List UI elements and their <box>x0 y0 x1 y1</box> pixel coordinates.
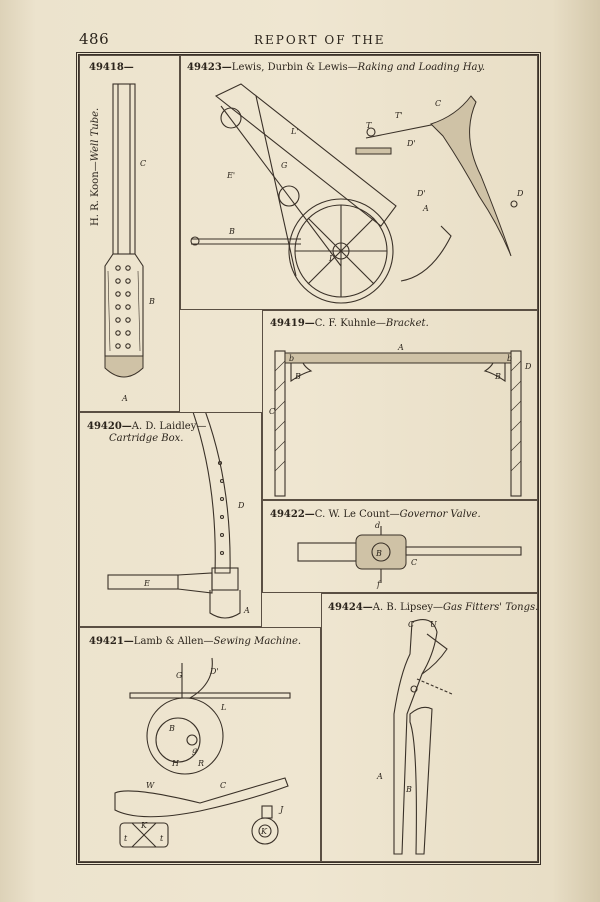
cartridge-box-figure: D E A <box>107 413 250 619</box>
label-C: C <box>411 558 417 567</box>
label-C: C <box>220 781 226 790</box>
label-T-prime: T' <box>395 111 403 120</box>
label-J: J <box>278 805 284 814</box>
label-A: A <box>121 394 128 403</box>
running-head: REPORT OF THE <box>254 33 386 47</box>
label-G: G <box>176 671 183 680</box>
label-B: B <box>228 227 235 236</box>
label-C: C <box>408 620 414 629</box>
label-T: T <box>366 121 372 130</box>
label-b-right: b <box>507 354 512 363</box>
plate-frame: 49418— H. R. Koon—Well Tube. <box>76 52 541 865</box>
label-B: B <box>148 297 155 306</box>
hay-rake-caption: 49423—Lewis, Durbin & Lewis—Raking and L… <box>187 62 486 73</box>
label-W: W <box>146 781 155 790</box>
label-L-prime: L' <box>290 127 299 136</box>
bracket-figure: A b b B B D C <box>269 343 532 497</box>
hay-rake-figure: T T' C L' D D' D' E' G B I A <box>190 83 524 304</box>
panel-tongs: 49424—A. B. Lipsey—Gas Fitters' Tongs. C… <box>321 593 538 862</box>
label-A: A <box>422 204 429 213</box>
label-B-right: B <box>494 372 501 381</box>
label-t-left: t <box>124 834 128 843</box>
patent-number-49418: 49418— <box>89 62 134 73</box>
governor-valve-figure: d B C f <box>297 521 522 589</box>
label-E: E <box>143 579 150 588</box>
tongs-figure: C U A B <box>376 619 453 855</box>
bracket-caption: 49419—C. F. Kuhnle—Bracket. <box>270 318 429 329</box>
label-B: B <box>405 785 412 794</box>
cartridge-box-caption: 49420—A. D. Laidley— Cartridge Box. <box>87 421 207 444</box>
tongs-caption: 49424—A. B. Lipsey—Gas Fitters' Tongs. <box>328 602 539 613</box>
label-I: I <box>328 254 333 263</box>
label-C: C <box>269 407 275 416</box>
panel-sewing-machine: 49421—Lamb & Allen—Sewing Machine. G D' … <box>79 627 321 862</box>
label-f: f <box>376 580 382 589</box>
label-K-plate: K <box>140 821 148 830</box>
label-E-prime: E' <box>226 171 235 180</box>
label-D-prime-upper: D' <box>406 139 416 148</box>
panel-well-tube: 49418— H. R. Koon—Well Tube. <box>79 55 180 412</box>
sewing-machine-figure: G D' L B g H R W C J K t t K <box>114 657 291 848</box>
panel-hay-rake: 49423—Lewis, Durbin & Lewis—Raking and L… <box>180 55 538 310</box>
sewing-machine-caption: 49421—Lamb & Allen—Sewing Machine. <box>89 636 302 647</box>
label-t-right: t <box>160 834 164 843</box>
label-A: A <box>376 772 383 781</box>
label-g: g <box>192 746 197 755</box>
label-D: D <box>237 501 245 510</box>
perforations <box>115 265 131 349</box>
label-d: d <box>375 521 380 530</box>
well-tube-figure: C B A <box>104 83 155 403</box>
label-D-prime-lower: D' <box>416 189 426 198</box>
page-number: 486 <box>79 30 110 48</box>
label-C: C <box>140 159 146 168</box>
panel-bracket: 49419—C. F. Kuhnle—Bracket. A b b B B <box>262 310 538 500</box>
label-b-left: b <box>289 354 294 363</box>
label-A: A <box>397 343 404 352</box>
label-G: G <box>281 161 288 170</box>
label-L: L <box>220 703 226 712</box>
label-D: D <box>516 189 524 198</box>
panel-cartridge-box: 49420—A. D. Laidley— Cartridge Box. D E … <box>79 412 262 627</box>
label-B: B <box>375 549 382 558</box>
panel-governor-valve: 49422—C. W. Le Count—Governor Valve. d B… <box>262 500 538 593</box>
governor-valve-caption: 49422—C. W. Le Count—Governor Valve. <box>270 509 481 520</box>
label-H: H <box>171 759 180 768</box>
label-D-prime: D' <box>209 667 219 676</box>
label-U: U <box>430 620 437 629</box>
label-K-roller: K <box>260 827 268 836</box>
page-header: 486 REPORT OF THE <box>0 30 600 50</box>
label-R: R <box>197 759 204 768</box>
label-A: A <box>243 606 250 615</box>
label-C: C <box>435 99 441 108</box>
label-B-left: B <box>294 372 301 381</box>
label-D: D <box>524 362 532 371</box>
label-B: B <box>168 724 175 733</box>
